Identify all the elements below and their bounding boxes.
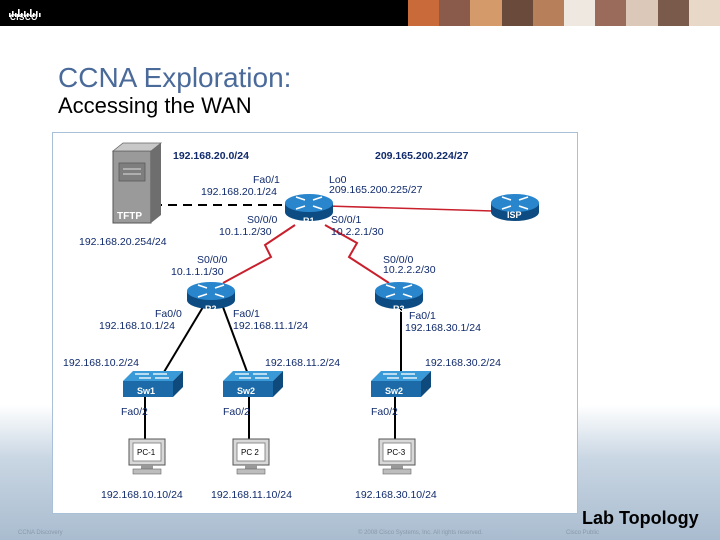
- pc2-name: PC 2: [241, 448, 259, 457]
- sw2b-name: Sw2: [385, 386, 403, 396]
- serial-r1-r2: [222, 224, 296, 284]
- label-sw2a-ip: 192.168.11.2/24: [265, 357, 340, 369]
- label-pc3-ip: 192.168.30.10/24: [355, 489, 437, 501]
- label-r1-s001: S0/0/1: [331, 214, 362, 226]
- label-sw2b-ip: 192.168.30.2/24: [425, 357, 501, 369]
- pc-3[interactable]: PC-3: [378, 438, 416, 475]
- label-r2-s000-ip: 10.1.1.1/30: [171, 266, 224, 278]
- label-r2-s000: S0/0/0: [197, 254, 228, 266]
- topology-diagram: TFTP R1 ISP R2 R3 Sw1 Sw2 S: [52, 132, 578, 514]
- label-net-tftp: 192.168.20.0/24: [173, 150, 249, 162]
- footer-right: Cisco Public: [566, 530, 600, 536]
- pc3-name: PC-3: [387, 448, 406, 457]
- photo-tile: [564, 0, 596, 26]
- r3-name: R3: [393, 304, 405, 314]
- label-sw1-ip: 192.168.10.2/24: [63, 357, 139, 369]
- label-tftp-ip: 192.168.20.254/24: [79, 236, 167, 248]
- router-r1[interactable]: R1: [284, 193, 334, 226]
- tftp-server[interactable]: TFTP: [111, 142, 163, 224]
- topology-canvas: TFTP R1 ISP R2 R3 Sw1 Sw2 S: [63, 142, 540, 501]
- router-r3[interactable]: R3: [374, 281, 424, 314]
- photo-tile: [470, 0, 502, 26]
- pc-1[interactable]: PC-1: [128, 438, 166, 475]
- switch-sw2b[interactable]: Sw2: [370, 370, 432, 398]
- label-sw1-fa02: Fa0/2: [121, 406, 148, 418]
- label-r1-lo0-ip: 209.165.200.225/27: [329, 184, 423, 196]
- cisco-logo-icon: [9, 9, 41, 17]
- label-r1-fa01-ip: 192.168.20.1/24: [201, 186, 277, 198]
- label-sw2b-fa02: Fa0/2: [371, 406, 398, 418]
- label-r2-fa01: Fa0/1: [233, 308, 260, 320]
- slide-subtitle: Accessing the WAN: [58, 93, 252, 118]
- label-r3-fa01: Fa0/1: [409, 310, 436, 322]
- cisco-logo-text: CISCO: [10, 13, 38, 22]
- router-r2[interactable]: R2: [186, 281, 236, 314]
- link-r2-sw1: [160, 306, 204, 378]
- label-r3-s000: S0/0/0: [383, 254, 414, 266]
- label-pc1-ip: 192.168.10.10/24: [101, 489, 183, 501]
- label-r1-fa01: Fa0/1: [253, 174, 280, 186]
- photo-tile: [626, 0, 658, 26]
- label-r1-lo0: Lo0: [329, 174, 347, 186]
- photo-tile: [657, 0, 689, 26]
- isp-name: ISP: [507, 210, 522, 220]
- slide-caption: Lab Topology: [582, 508, 699, 528]
- label-pc2-ip: 192.168.11.10/24: [211, 489, 292, 501]
- r1-name: R1: [303, 216, 315, 226]
- label-r1-s000: S0/0/0: [247, 214, 278, 226]
- r2-name: R2: [205, 304, 217, 314]
- link-r1-isp: [326, 205, 494, 212]
- serial-r1-r3: [324, 224, 390, 284]
- top-banner: CISCO: [0, 0, 720, 26]
- label-r2-fa00: Fa0/0: [155, 308, 182, 320]
- photo-tile: [688, 0, 720, 26]
- label-r2-fa01-ip: 192.168.11.1/24: [233, 320, 308, 332]
- label-sw2a-fa02: Fa0/2: [223, 406, 250, 418]
- label-r2-fa00-ip: 192.168.10.1/24: [99, 320, 175, 332]
- switch-sw1[interactable]: Sw1: [122, 370, 184, 398]
- photo-tile: [532, 0, 565, 26]
- footer-center: © 2008 Cisco Systems, Inc. All rights re…: [358, 530, 483, 536]
- link-r2-sw2a: [222, 306, 250, 378]
- slide-title: CCNA Exploration:: [58, 62, 292, 93]
- tftp-name: TFTP: [117, 211, 142, 222]
- label-net-isp: 209.165.200.224/27: [375, 150, 469, 162]
- photo-tile: [408, 0, 440, 26]
- label-r3-s000-ip: 10.2.2.2/30: [383, 264, 436, 276]
- photo-tile: [439, 0, 471, 26]
- sw2a-name: Sw2: [237, 386, 255, 396]
- pc1-name: PC-1: [137, 448, 156, 457]
- label-r1-s000-ip: 10.1.1.2/30: [219, 226, 272, 238]
- router-isp[interactable]: ISP: [490, 193, 540, 222]
- pc-2[interactable]: PC 2: [232, 438, 270, 475]
- photo-tile: [501, 0, 533, 26]
- switch-sw2a[interactable]: Sw2: [222, 370, 284, 398]
- label-r3-fa01-ip: 192.168.30.1/24: [405, 322, 481, 334]
- sw1-name: Sw1: [137, 386, 155, 396]
- people-photo-strip: [408, 0, 720, 26]
- footer-left: CCNA Discovery: [18, 530, 63, 536]
- label-r1-s001-ip: 10.2.2.1/30: [331, 226, 384, 238]
- photo-tile: [595, 0, 627, 26]
